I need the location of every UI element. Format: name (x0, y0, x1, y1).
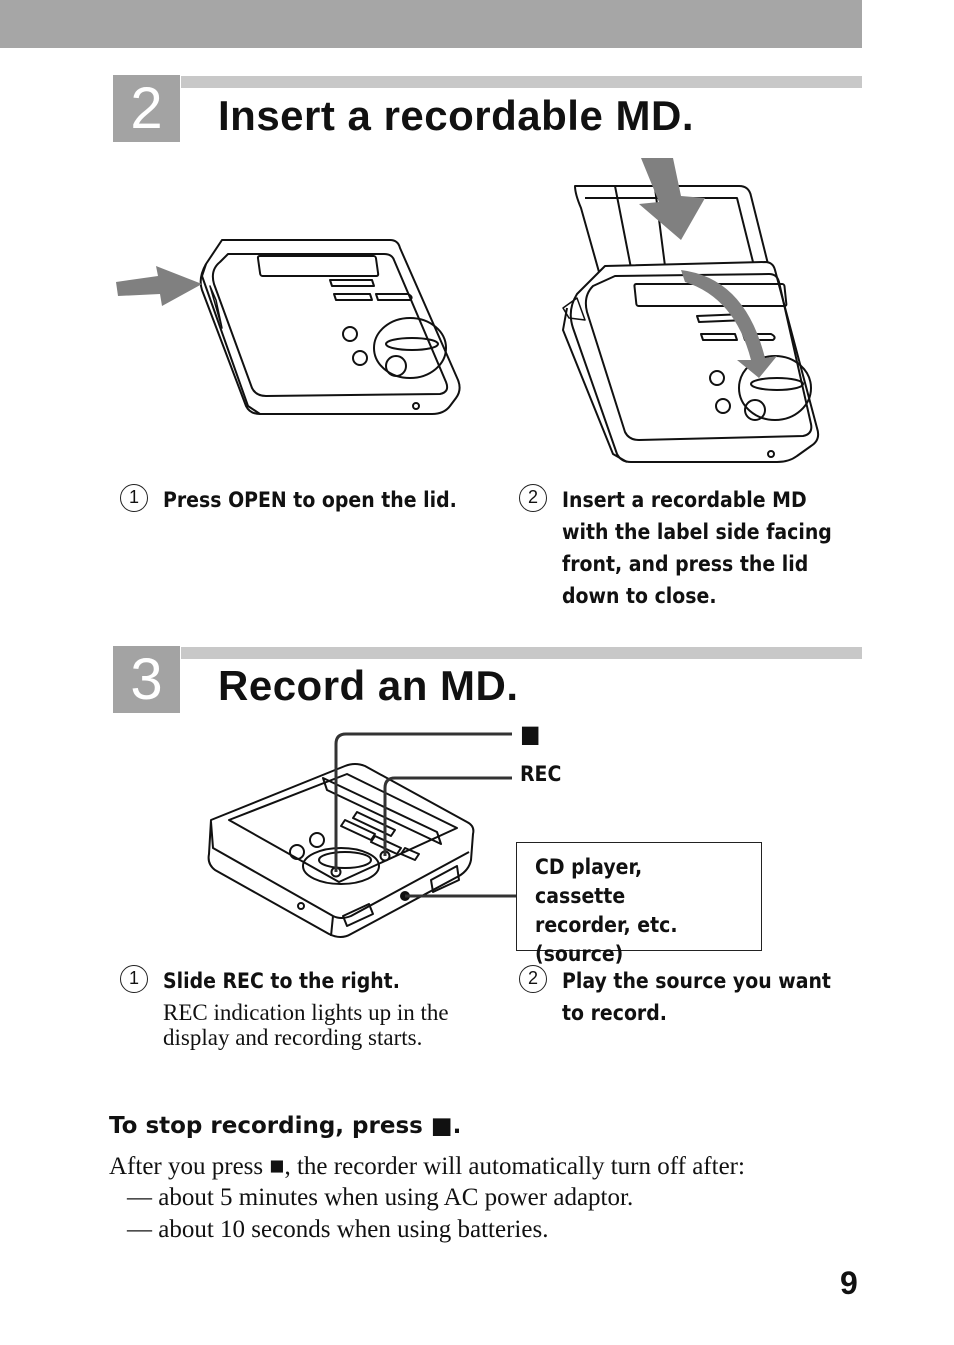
header-bar (0, 0, 862, 48)
stop-item-ac: — about 5 minutes when using AC power ad… (127, 1184, 634, 1211)
record-device-illustration (207, 763, 475, 938)
source-callout-text: CD player, cassette recorder, etc. (sour… (535, 855, 678, 966)
step-number-2: 2 (113, 75, 180, 142)
step-2-1-marker: 1 (120, 484, 148, 512)
stop-button-label: ■ (520, 720, 541, 748)
step-number-3: 3 (113, 646, 180, 713)
source-callout-box: CD player, cassette recorder, etc. (sour… (516, 842, 762, 966)
page-number: 9 (840, 1265, 858, 1301)
section-rule (181, 76, 862, 88)
step-2-2-text: Insert a recordable MD with the label si… (562, 488, 832, 608)
step-3-1-marker: 1 (120, 965, 148, 993)
step-title-2: Insert a recordable MD. (218, 92, 694, 139)
stop-recording-intro: After you press ■, the recorder will aut… (109, 1153, 745, 1180)
device-open-illustration (116, 239, 461, 415)
step-3-2-marker: 2 (519, 965, 547, 993)
step-2-1-text: Press OPEN to open the lid. (163, 488, 457, 512)
insert-md-illustration (562, 158, 820, 463)
step-2-2-marker: 2 (519, 484, 547, 512)
stop-item-batteries: — about 10 seconds when using batteries. (127, 1216, 549, 1243)
step-3-2-text: Play the source you want to record. (562, 969, 831, 1025)
rec-switch-label: REC (520, 762, 562, 786)
step-3-1-text: Slide REC to the right. (163, 969, 400, 993)
step-3-1-detail: REC indication lights up in the display … (163, 1000, 449, 1050)
section-rule (181, 647, 862, 659)
step-title-3: Record an MD. (218, 662, 519, 709)
stop-recording-heading: To stop recording, press ■. (109, 1113, 462, 1139)
